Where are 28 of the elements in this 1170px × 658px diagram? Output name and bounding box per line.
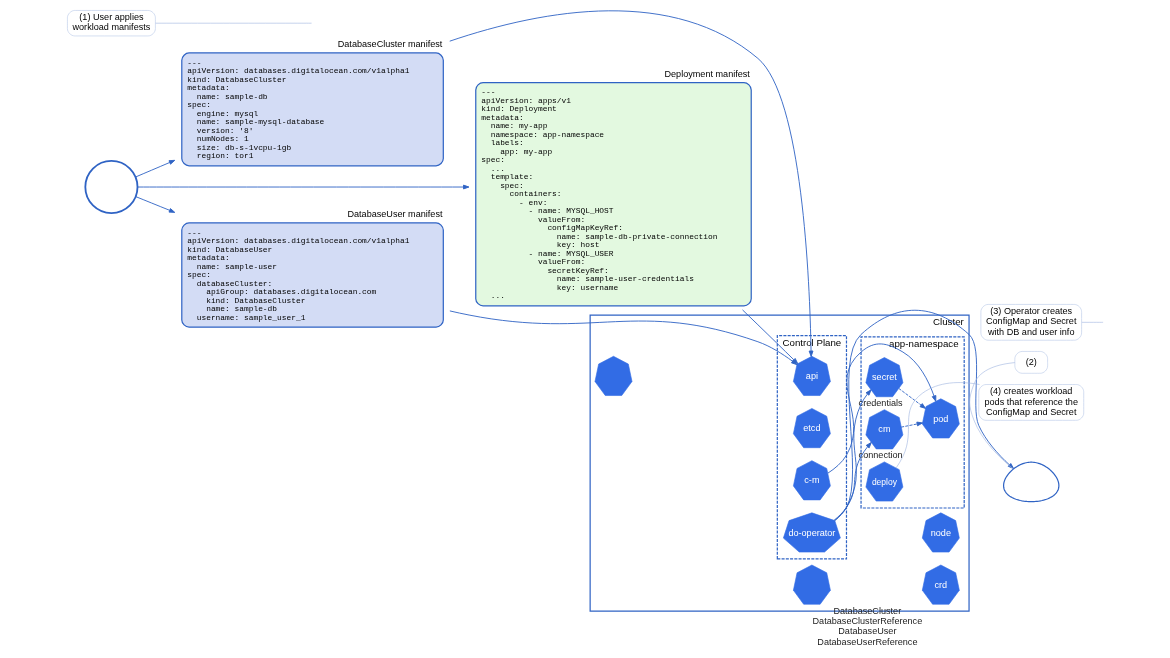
node-label: Deployment manifest [663, 68, 750, 79]
connector [895, 382, 980, 469]
connector [968, 362, 1015, 470]
arrow [900, 421, 923, 428]
arrow [448, 10, 813, 357]
node-box: (1) User applies workload manifests [66, 10, 156, 37]
node-label: DatabaseCluster manifest [337, 38, 442, 49]
connector [154, 22, 312, 24]
node-label: DatabaseUserReference [816, 636, 917, 647]
node-box: (2) [1014, 351, 1048, 374]
arrow [134, 196, 175, 213]
node-person [83, 160, 138, 214]
arrow [134, 159, 175, 178]
arrow [833, 442, 872, 521]
arrow [898, 388, 926, 409]
node-label: DatabaseUser manifest [346, 208, 442, 219]
arrow [826, 343, 936, 474]
node-box: (4) creates workload pods that reference the ConfigMap and Secret [977, 384, 1084, 421]
node-label: DatabaseUser [837, 626, 896, 637]
node-septagon [594, 356, 632, 396]
node-label: DatabaseClusterReference [812, 615, 922, 626]
node-septagon [792, 564, 831, 605]
arrow [833, 309, 1014, 521]
connector [1080, 322, 1103, 323]
arrow [833, 389, 871, 521]
arrow [136, 184, 469, 190]
node-label: credentials [858, 398, 903, 409]
node-box: (3) Operator creates ConfigMap and Secret with DB and user info [980, 304, 1082, 341]
